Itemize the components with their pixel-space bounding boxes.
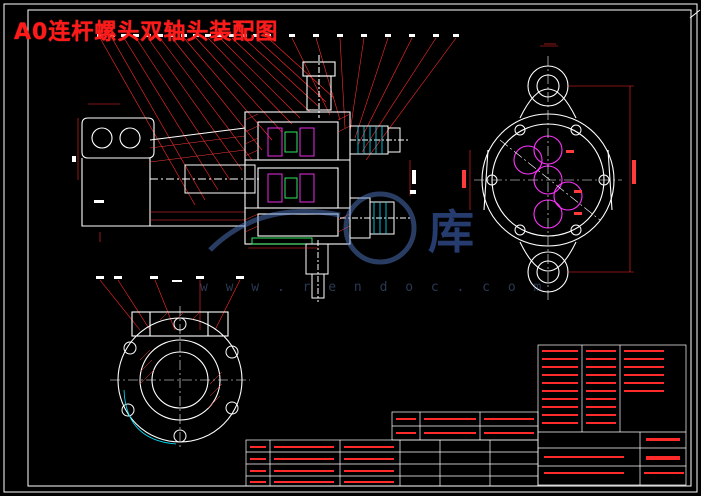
rod-body-hatch [149,135,246,221]
balloon-row [97,34,459,37]
bottom-drive [305,240,329,302]
parts-list-right [537,344,687,486]
parts-list-mid [391,411,539,441]
end-view [96,276,250,450]
front-dimensions [77,43,556,249]
side-dimensions [469,45,634,273]
housing-hatch [244,113,351,233]
table-text-rows [250,350,684,483]
leader-lines [99,37,457,206]
watermark-char: 库 [428,205,474,259]
front-view [72,34,556,302]
top-boss [302,55,336,118]
lower-spindle [340,197,410,239]
internal-gears [267,127,315,203]
end-hatch [139,311,223,409]
lower-spindle-thread [373,202,387,234]
end-label-ticks [96,276,244,282]
side-label-ticks [462,150,636,215]
watermark-url: w w w . r e n d o c . c o m [200,280,547,295]
gear-housing [244,111,351,245]
side-centerlines [474,56,622,300]
upper-spindle-thread [357,126,383,154]
side-view [462,45,636,300]
end-accent-arc [123,389,177,445]
end-centerlines [110,306,250,450]
frame-tick [689,9,701,19]
drawing-title: A0连杆螺头双轴头装配图 [14,20,279,45]
outer-frame [3,3,698,493]
green-components [251,131,313,245]
front-label-ticks [72,156,416,203]
shaft-lines [150,164,260,194]
upper-spindle [349,125,410,155]
watermark-logo [208,191,417,265]
rod-head [81,117,246,227]
